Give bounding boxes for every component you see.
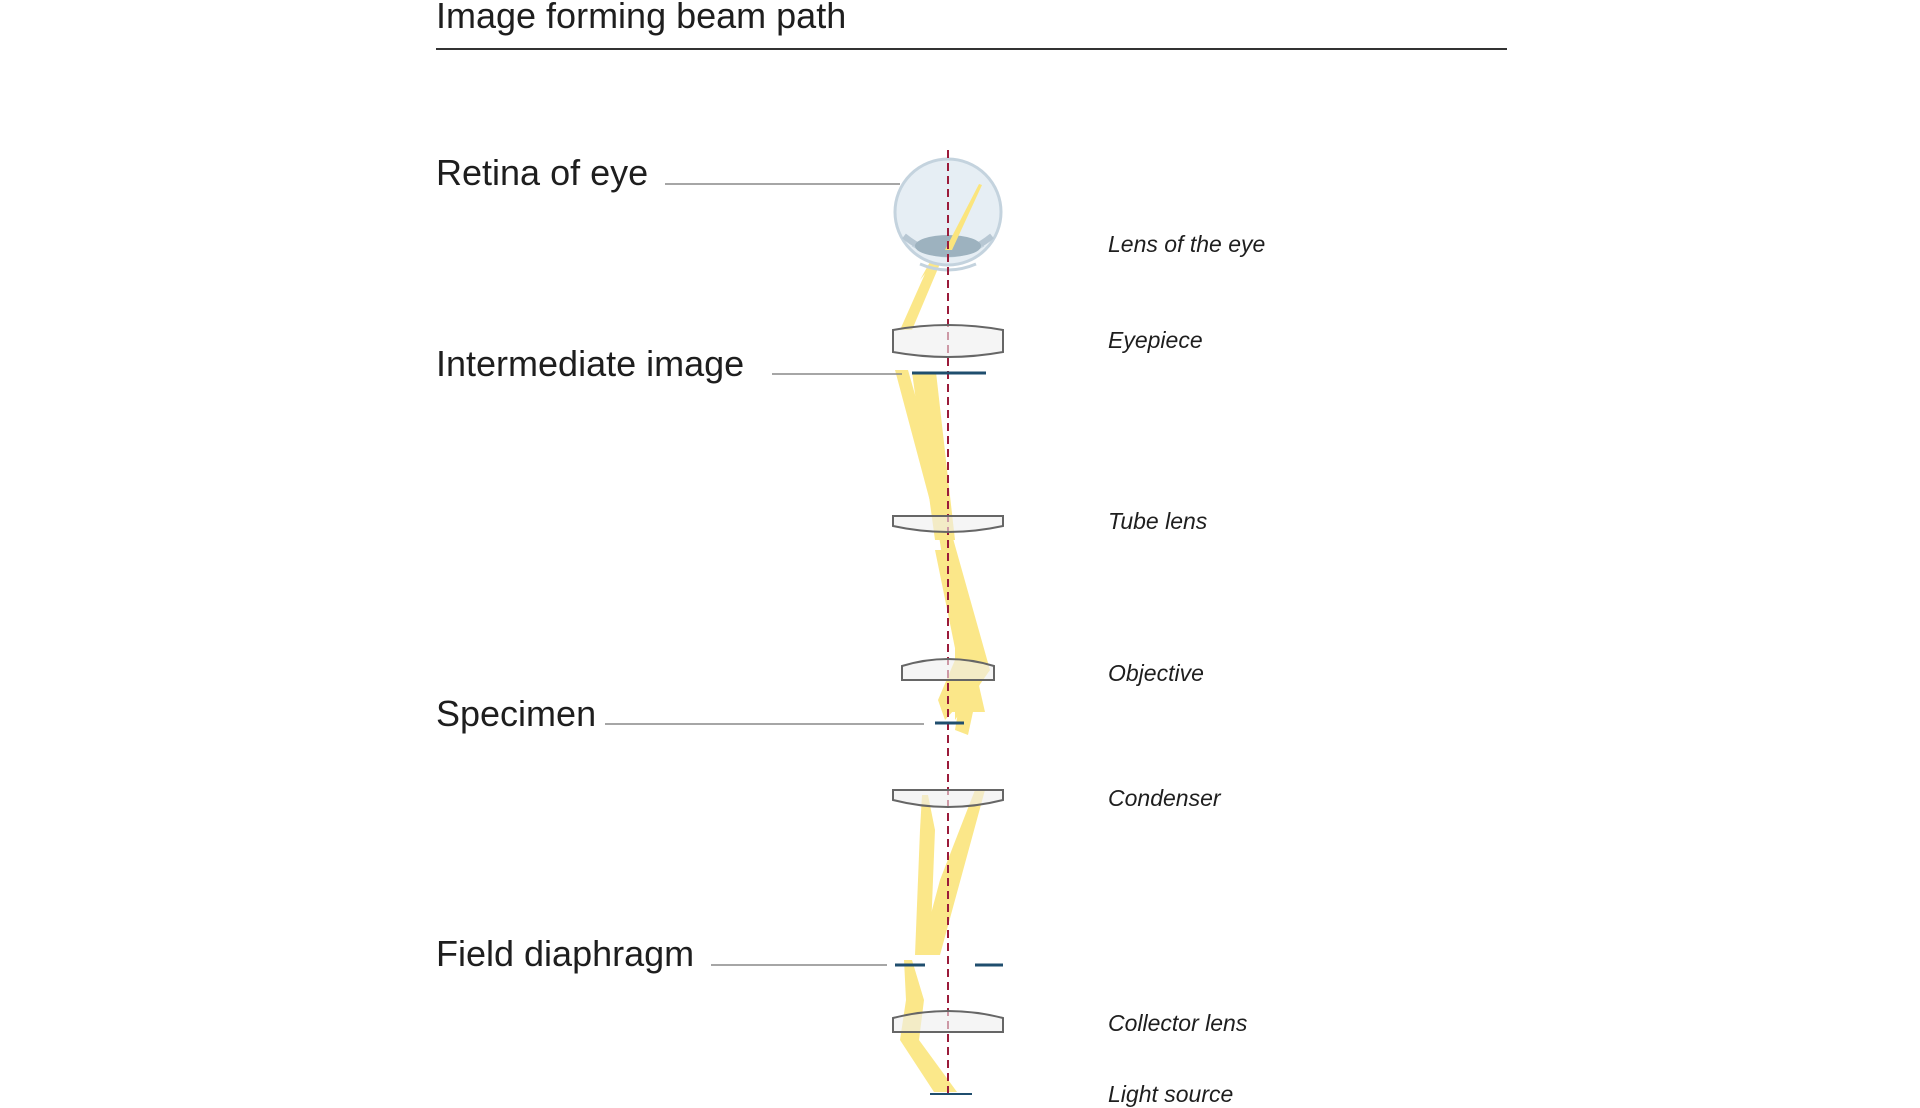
light-source xyxy=(930,1093,972,1095)
label-eyepiece: Eyepiece xyxy=(1108,327,1203,353)
collector-lens xyxy=(892,1010,1004,1033)
label-tube-lens: Tube lens xyxy=(1108,508,1208,534)
condenser-lens xyxy=(892,789,1004,808)
label-field-diaphragm: Field diaphragm xyxy=(436,933,695,974)
diagram-title: Image forming beam path xyxy=(436,0,847,36)
light-beam xyxy=(895,180,990,1092)
eye-icon xyxy=(893,157,1003,272)
label-condenser: Condenser xyxy=(1108,785,1221,811)
label-retina: Retina of eye xyxy=(436,152,649,193)
label-specimen: Specimen xyxy=(436,693,597,734)
label-intermediate-image: Intermediate image xyxy=(436,343,745,384)
label-lens-of-eye: Lens of the eye xyxy=(1108,231,1266,257)
objective-lens xyxy=(901,658,995,681)
eyepiece-lens xyxy=(892,324,1004,358)
title-underline xyxy=(436,48,1507,50)
label-objective: Objective xyxy=(1108,660,1204,686)
label-collector-lens: Collector lens xyxy=(1108,1010,1248,1036)
tube-lens xyxy=(892,515,1004,533)
label-light-source: Light source xyxy=(1108,1081,1234,1107)
